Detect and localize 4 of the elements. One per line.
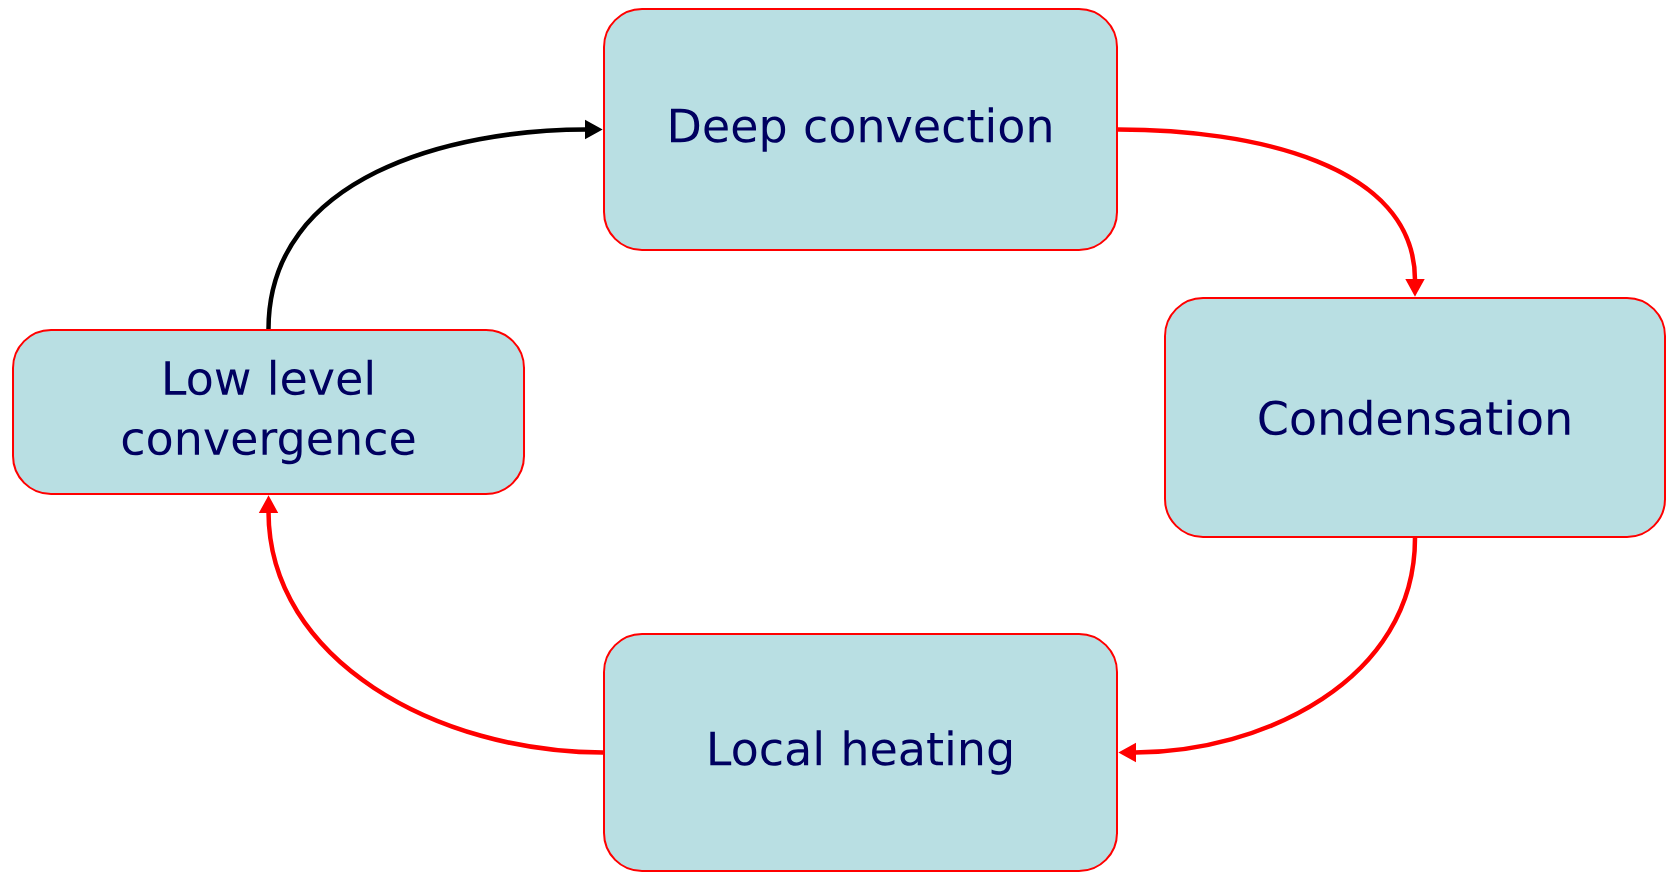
process-box: Condensation [1164,297,1666,538]
process-box: Deep convection [603,8,1118,251]
process-box: Local heating [603,633,1118,872]
process-box: Low level convergence [12,329,525,495]
